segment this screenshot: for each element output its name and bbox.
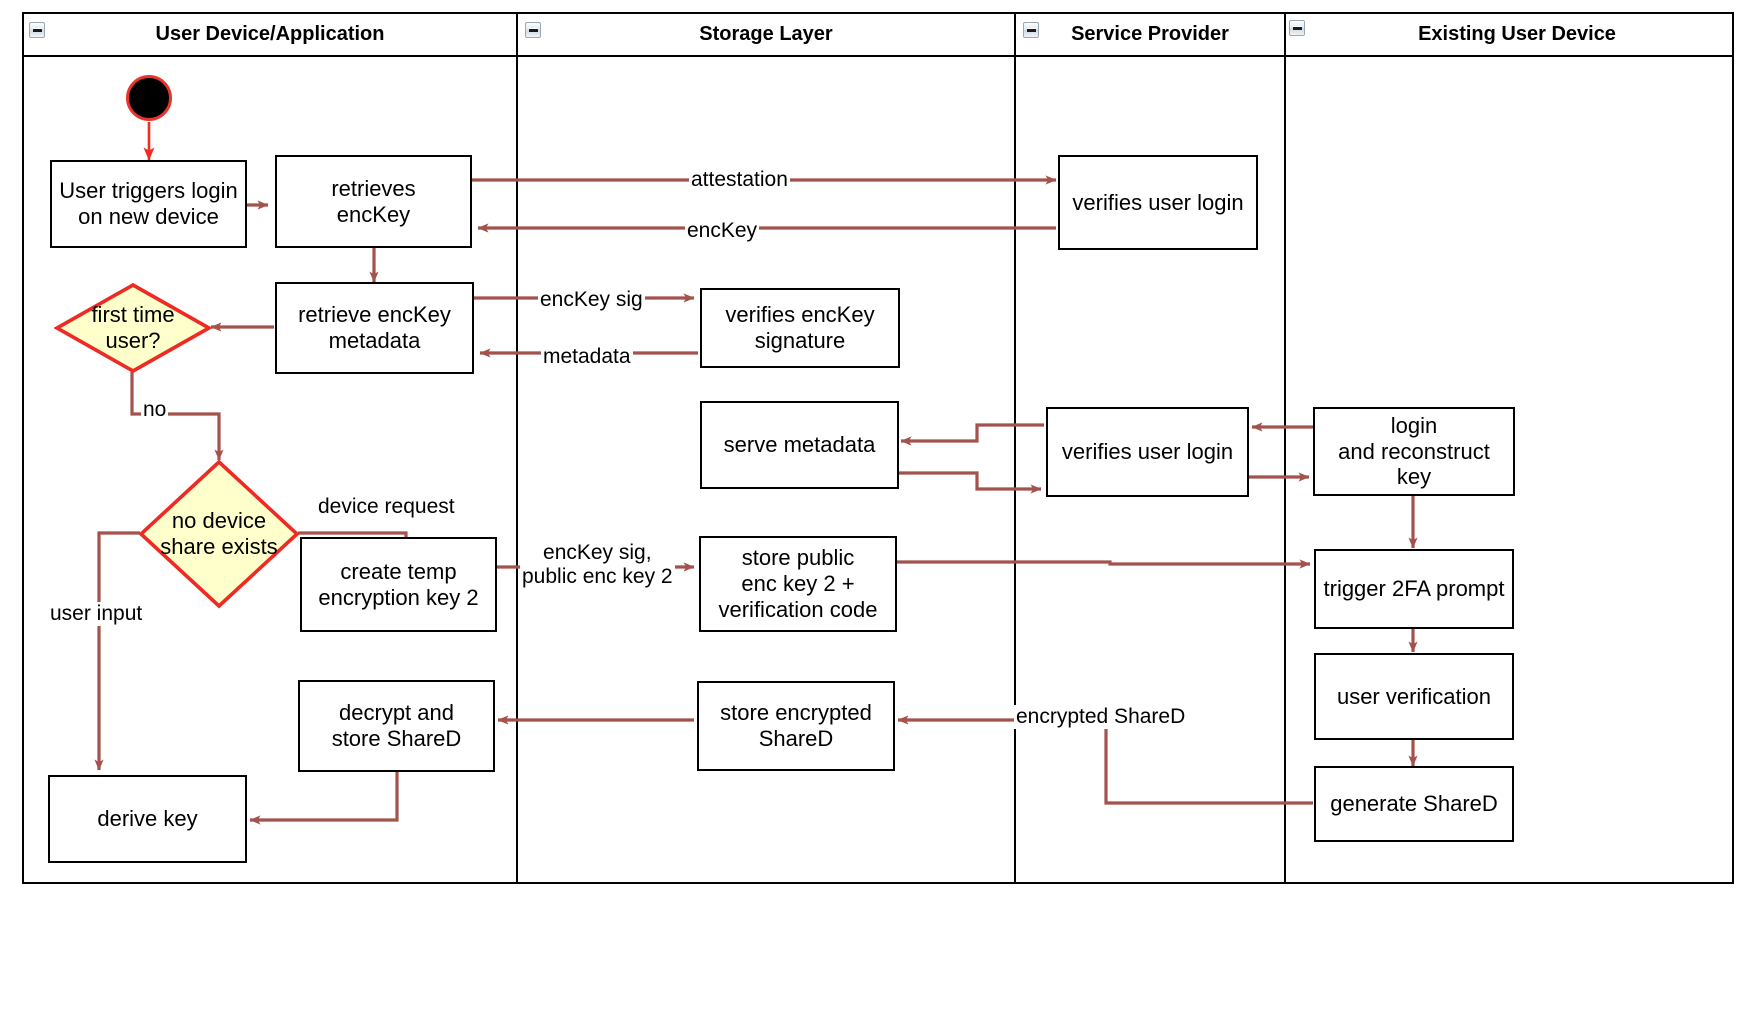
swimlane-frame	[22, 12, 1734, 884]
lane-title-existing-user-device: Existing User Device	[1418, 23, 1616, 45]
lane-title-service-provider: Service Provider	[1071, 23, 1229, 45]
node-retrieve-enckey-metadata[interactable]: retrieve encKey metadata	[275, 282, 474, 374]
lane-title-storage-layer: Storage Layer	[699, 23, 833, 45]
node-trigger-2fa-prompt[interactable]: trigger 2FA prompt	[1314, 549, 1514, 629]
edge-label-enckey: encKey	[685, 219, 760, 244]
edge-label-enckey-sig-public-enc-key-2: encKey sig, public enc key 2	[520, 541, 675, 590]
node-login-and-reconstruct-key[interactable]: login and reconstruct key	[1313, 407, 1515, 496]
edge-label-device-request: device request	[316, 495, 457, 520]
node-serve-metadata[interactable]: serve metadata	[700, 401, 899, 489]
edge-label-user-input: user input	[48, 602, 145, 627]
edge-label-attestation: attestation	[689, 168, 790, 193]
collapse-minus-icon-existing-user-device[interactable]	[1289, 20, 1305, 36]
edge-label-metadata: metadata	[541, 345, 633, 370]
edge-label-encrypted-shared: encrypted ShareD	[1014, 705, 1188, 730]
lane-divider-1	[516, 12, 518, 884]
node-store-encrypted-shared[interactable]: store encrypted ShareD	[697, 681, 895, 771]
lane-title-user-device: User Device/Application	[155, 23, 385, 45]
node-store-public-enc-key-2[interactable]: store public enc key 2 + verification co…	[699, 536, 897, 632]
node-verifies-user-login-mid[interactable]: verifies user login	[1046, 407, 1249, 497]
start-node	[126, 75, 172, 121]
node-decrypt-and-store-shared[interactable]: decrypt and store ShareD	[298, 680, 495, 772]
collapse-minus-icon-storage-layer[interactable]	[525, 22, 541, 38]
lane-header-separator	[22, 55, 1734, 57]
edge-label-no: no	[141, 398, 169, 423]
collapse-minus-icon-user-device[interactable]	[29, 22, 45, 38]
edge-label-enckey-sig: encKey sig	[538, 288, 645, 313]
node-derive-key[interactable]: derive key	[48, 775, 247, 863]
node-user-triggers-login[interactable]: User triggers login on new device	[50, 160, 247, 248]
node-verifies-enckey-signature[interactable]: verifies encKey signature	[700, 288, 900, 368]
collapse-minus-icon-service-provider[interactable]	[1023, 22, 1039, 38]
node-retrieves-enckey[interactable]: retrieves encKey	[275, 155, 472, 248]
node-verifies-user-login-top[interactable]: verifies user login	[1058, 155, 1258, 250]
lane-divider-2	[1014, 12, 1016, 884]
decision-no-device-share-exists[interactable]: no device share exists	[138, 459, 300, 609]
lane-divider-3	[1284, 12, 1286, 884]
decision-first-time-user[interactable]: first time user?	[54, 282, 212, 374]
node-generate-shared[interactable]: generate ShareD	[1314, 766, 1514, 842]
node-user-verification[interactable]: user verification	[1314, 653, 1514, 740]
node-create-temp-encryption-key-2[interactable]: create temp encryption key 2	[300, 537, 497, 632]
